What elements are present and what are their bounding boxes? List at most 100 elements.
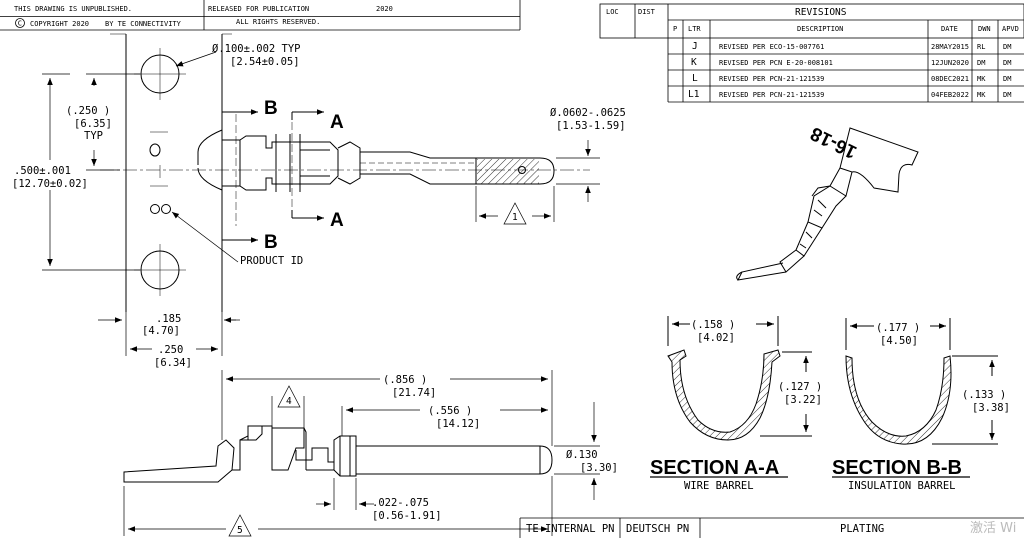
rev-row-apvd: DM xyxy=(1003,59,1011,67)
unpublished-note: THIS DRAWING IS UNPUBLISHED. xyxy=(14,5,132,13)
section-bb-width-dim: (.177 ) xyxy=(876,322,920,334)
rev-row-date: 12JUN2020 xyxy=(931,59,969,67)
section-bb-title: SECTION B-B xyxy=(832,457,962,479)
rev-row-ltr: L xyxy=(692,73,698,84)
title-block xyxy=(0,0,521,31)
isometric-part-marking: 16-18 xyxy=(807,122,860,162)
plated-zone-hatch xyxy=(477,159,539,184)
rev-row-apvd: DM xyxy=(1003,75,1011,83)
section-aa-height-dim: (.127 ) xyxy=(778,381,822,393)
note-1-flag: 1 xyxy=(512,212,518,223)
section-cut-markers xyxy=(221,100,324,243)
section-aa-width-dim-mm: [4.02] xyxy=(697,332,735,344)
gap-dim-mm: [0.56-1.91] xyxy=(372,510,442,522)
revision-row: L1 REVISED PER PCN-21-121539 04FEB2022 M… xyxy=(688,89,1011,100)
overall-length-dim: (.856 ) xyxy=(383,374,427,386)
activation-watermark: 激活 Wi xyxy=(970,521,1016,536)
section-b-label-bottom: B xyxy=(264,232,278,253)
revision-row: J REVISED PER ECO-15-007761 28MAY2015 RL… xyxy=(692,41,1011,52)
product-id-leader xyxy=(171,211,239,263)
section-aa-title: SECTION A-A xyxy=(650,457,779,479)
rev-row-ltr: K xyxy=(691,57,697,68)
rev-row-description: REVISED PER PCN-21-121539 xyxy=(719,91,824,99)
release-year: 2020 xyxy=(376,5,393,13)
section-bb-height-dim: (.133 ) xyxy=(962,389,1006,401)
copyright-text: COPYRIGHT 2020 xyxy=(30,20,89,28)
rev-row-date: 08DEC2021 xyxy=(931,75,969,83)
section-a-label-top: A xyxy=(330,112,344,133)
note-4-flag: 4 xyxy=(286,396,292,407)
rev-header-dist: DIST xyxy=(638,8,656,16)
pitch-dimension xyxy=(86,73,140,171)
rev-row-dwn: DM xyxy=(977,59,985,67)
isometric-terminal-view xyxy=(736,127,919,281)
strip-width-dim: .500±.001 xyxy=(14,165,71,177)
pin-length-dim: (.556 ) xyxy=(428,405,472,417)
rev-header-p: P xyxy=(673,25,677,33)
rev-header-ltr: LTR xyxy=(688,25,701,33)
rev-header-dwn: DWN xyxy=(978,25,991,33)
pin-diameter-dimension xyxy=(556,140,600,202)
table-header-deutsch-pn: DEUTSCH PN xyxy=(626,523,689,535)
rev-row-description: REVISED PER PCN E-20-008101 xyxy=(719,59,833,67)
section-bb-width-dim-mm: [4.50] xyxy=(880,335,918,347)
rev-row-dwn: RL xyxy=(977,43,985,51)
rev-row-date: 04FEB2022 xyxy=(931,91,969,99)
section-aa-profile xyxy=(667,316,812,441)
strip-width-dim-mm: [12.70±0.02] xyxy=(12,178,88,190)
revision-row: L REVISED PER PCN-21-121539 08DEC2021 MK… xyxy=(692,73,1011,84)
table-header-plating: PLATING xyxy=(840,523,884,535)
pitch-dim-typ: TYP xyxy=(84,130,103,142)
carrier-dim-mm: [4.70] xyxy=(142,325,180,337)
section-b-label-top: B xyxy=(264,98,278,119)
section-aa-height-dim-mm: [3.22] xyxy=(784,394,822,406)
overall-length-dim-mm: [21.74] xyxy=(392,387,436,399)
product-id-label: PRODUCT ID xyxy=(240,255,303,267)
rights-note: ALL RIGHTS RESERVED. xyxy=(236,18,320,26)
revisions-title: REVISIONS xyxy=(795,7,847,18)
rev-row-date: 28MAY2015 xyxy=(931,43,969,51)
carrier-width-dim-mm: [6.34] xyxy=(154,357,192,369)
rev-row-ltr: L1 xyxy=(688,89,700,100)
note-5-flag: 5 xyxy=(237,525,243,536)
side-view-terminal xyxy=(123,425,553,483)
rev-row-ltr: J xyxy=(692,41,698,52)
rev-row-description: REVISED PER ECO-15-007761 xyxy=(719,43,824,51)
hole-diameter-dim: Ø.100±.002 TYP xyxy=(212,43,301,55)
section-bb-caption: INSULATION BARREL xyxy=(848,480,955,492)
pin-diameter-dim-mm: [1.53-1.59] xyxy=(556,120,626,132)
copyright-owner: BY TE CONNECTIVITY xyxy=(105,20,182,28)
part-number-table xyxy=(519,517,1024,538)
rev-row-apvd: DM xyxy=(1003,91,1011,99)
section-bb-profile xyxy=(845,318,998,445)
hole-diameter-leader xyxy=(175,51,217,67)
side-view-dimensions xyxy=(123,370,600,537)
pin-diameter-dim: Ø.0602-.0625 xyxy=(550,107,626,119)
pin-length-dim-mm: [14.12] xyxy=(436,418,480,430)
plated-length-dimension xyxy=(475,186,555,225)
section-aa-caption: WIRE BARREL xyxy=(684,480,754,492)
rev-row-dwn: MK xyxy=(977,91,986,99)
rev-row-apvd: DM xyxy=(1003,43,1011,51)
revision-row: K REVISED PER PCN E-20-008101 12JUN2020 … xyxy=(691,57,1011,68)
section-aa-width-dim: (.158 ) xyxy=(691,319,735,331)
rev-row-dwn: MK xyxy=(977,75,986,83)
rev-header-date: DATE xyxy=(941,25,958,33)
rev-header-description: DESCRIPTION xyxy=(797,25,843,33)
hole-diameter-dim-mm: [2.54±0.05] xyxy=(230,56,300,68)
body-diameter-dim: Ø.130 xyxy=(566,449,598,461)
section-a-label-bottom: A xyxy=(330,210,344,231)
carrier-dim: .185 xyxy=(156,313,181,325)
gap-dim: .022-.075 xyxy=(372,497,429,509)
body-diameter-dim-mm: [3.30] xyxy=(580,462,618,474)
carrier-width-dim: .250 xyxy=(158,344,183,356)
table-header-te-pn: TE INTERNAL PN xyxy=(526,523,615,535)
revisions-table xyxy=(599,3,1024,103)
pitch-dim: (.250 ) xyxy=(66,105,110,117)
copyright-symbol: C xyxy=(18,20,22,28)
pitch-dim-mm: [6.35] xyxy=(74,118,112,130)
carrier-dimensions xyxy=(98,312,240,356)
released-note: RELEASED FOR PUBLICATION xyxy=(208,5,309,13)
rev-row-description: REVISED PER PCN-21-121539 xyxy=(719,75,824,83)
